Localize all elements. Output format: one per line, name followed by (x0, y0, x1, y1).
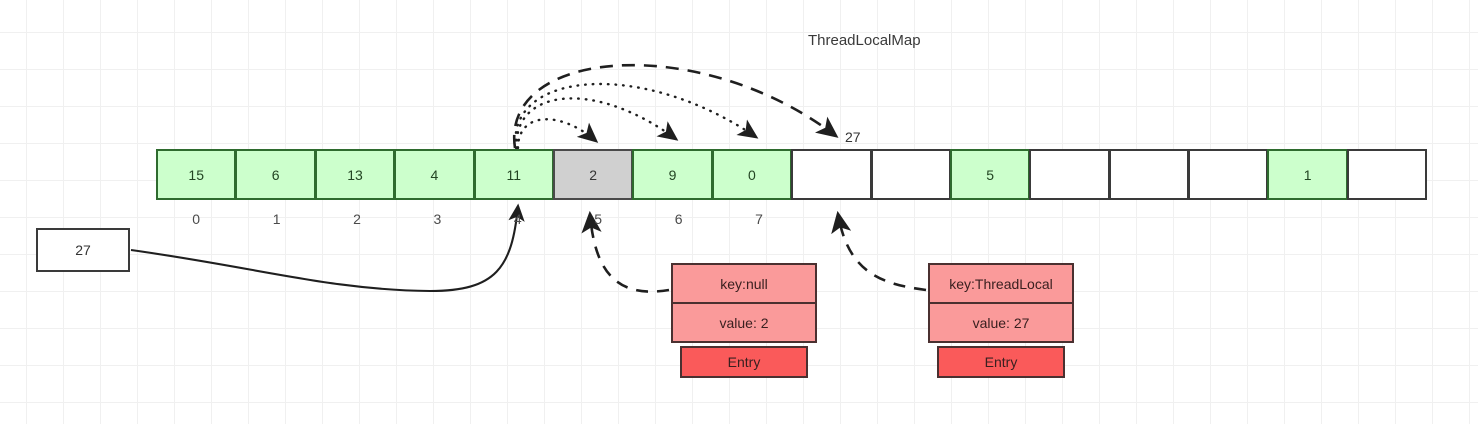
insert-value-label: 27 (845, 129, 861, 145)
entry-value-row: value: 2 (671, 302, 817, 343)
hash-table-array: 15 6 13 4 11 2 9 0 5 1 (156, 149, 1428, 200)
array-cell-1[interactable]: 6 (235, 149, 316, 200)
array-cell-value: 4 (430, 166, 439, 183)
array-cell-3[interactable]: 4 (394, 149, 475, 200)
array-cell-11[interactable] (1029, 149, 1110, 200)
array-cell-8[interactable] (791, 149, 872, 200)
array-cell-14[interactable]: 1 (1267, 149, 1348, 200)
array-cell-6[interactable]: 9 (632, 149, 713, 200)
source-value-text: 27 (75, 242, 91, 258)
array-cell-value: 2 (589, 166, 598, 183)
array-cell-value: 5 (986, 166, 994, 183)
source-value-box[interactable]: 27 (36, 228, 130, 272)
entry-key-row: key:null (671, 263, 817, 304)
index-label-2: 2 (353, 211, 361, 227)
index-label-5: 5 (594, 211, 603, 227)
array-cell-value: 9 (668, 166, 677, 183)
index-label-7: 7 (755, 211, 763, 227)
entry-key-row: key:ThreadLocal (928, 263, 1074, 304)
index-label-3: 3 (433, 211, 442, 227)
array-cell-15[interactable] (1346, 149, 1428, 200)
array-cell-5[interactable]: 2 (552, 149, 634, 200)
array-cell-2[interactable]: 13 (314, 149, 396, 200)
arrow-probe-slot4-to-slot6 (515, 97, 679, 150)
entry-type-tag: Entry (680, 346, 808, 378)
array-cell-4[interactable]: 11 (473, 149, 554, 200)
array-cell-10[interactable]: 5 (949, 149, 1031, 200)
arrow-insert-slot4-to-slot8 (512, 63, 839, 149)
arrow-new-entry-to-slot8 (831, 210, 927, 292)
array-cell-value: 0 (748, 166, 756, 183)
array-cell-value: 11 (506, 166, 522, 183)
index-label-6: 6 (674, 211, 683, 227)
array-cell-9[interactable] (870, 149, 951, 200)
diagram-title: ThreadLocalMap (808, 32, 921, 49)
array-cell-value: 15 (188, 166, 204, 183)
entry-value-row: value: 27 (928, 302, 1074, 343)
array-cell-value: 6 (271, 166, 280, 183)
arrow-probe-slot4-to-slot5 (516, 118, 599, 150)
array-cell-13[interactable] (1188, 149, 1269, 200)
index-label-0: 0 (192, 211, 201, 227)
entry-type-tag: Entry (937, 346, 1065, 378)
array-cell-value: 13 (347, 166, 363, 183)
array-cell-12[interactable] (1108, 149, 1190, 200)
index-label-1: 1 (272, 211, 281, 227)
array-cell-value: 1 (1303, 166, 1312, 183)
array-cell-7[interactable]: 0 (711, 149, 793, 200)
arrow-probe-slot4-to-slot7 (514, 82, 759, 150)
array-cell-0[interactable]: 15 (156, 149, 237, 200)
index-label-4: 4 (513, 211, 522, 227)
